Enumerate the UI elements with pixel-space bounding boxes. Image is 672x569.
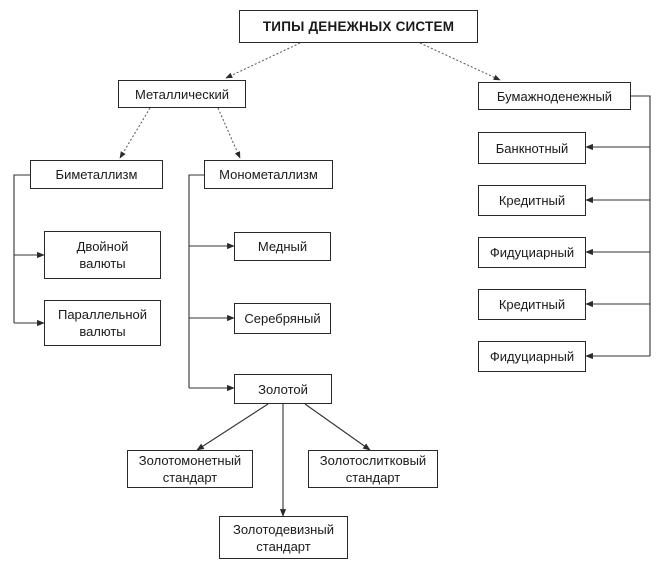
node-silver: Серебряный [234,303,331,334]
edge-bimetallism-bracket [13,174,30,323]
node-copper: Медный [234,232,331,261]
node-double-currency: Двойной валюты [44,231,161,279]
node-monometallism: Монометаллизм [204,160,333,189]
edge-gold-bullion [304,403,371,451]
node-gold: Золотой [234,374,332,404]
node-credit-2: Кредитный [478,289,586,320]
node-gold-coin-standard: Золотомонетный стандарт [127,450,253,488]
edge-metallic-monometallism [217,107,241,159]
node-gold-bullion-standard: Золотослитковый стандарт [308,450,438,488]
edge-title-metallic [225,42,301,79]
edge-title-paper [419,42,501,81]
node-fiduciary-1: Фидуциарный [478,237,586,268]
node-metallic: Металлический [118,80,246,108]
node-banknote: Банкнотный [478,132,586,164]
edge-monometallism-bracket [188,174,204,388]
node-fiduciary-2: Фидуциарный [478,341,586,372]
node-bimetallism: Биметаллизм [30,160,163,189]
node-parallel-currency: Параллельной валюты [44,300,161,346]
node-gold-exchange-standard: Золотодевизный стандарт [219,516,348,559]
node-credit-1: Кредитный [478,185,586,216]
node-paper: Бумажноденежный [478,82,631,110]
edge-metallic-bimetallism [119,107,151,159]
edge-gold-coin [196,403,269,451]
edge-paper-bracket [631,95,651,356]
diagram-title: ТИПЫ ДЕНЕЖНЫХ СИСТЕМ [239,10,478,43]
